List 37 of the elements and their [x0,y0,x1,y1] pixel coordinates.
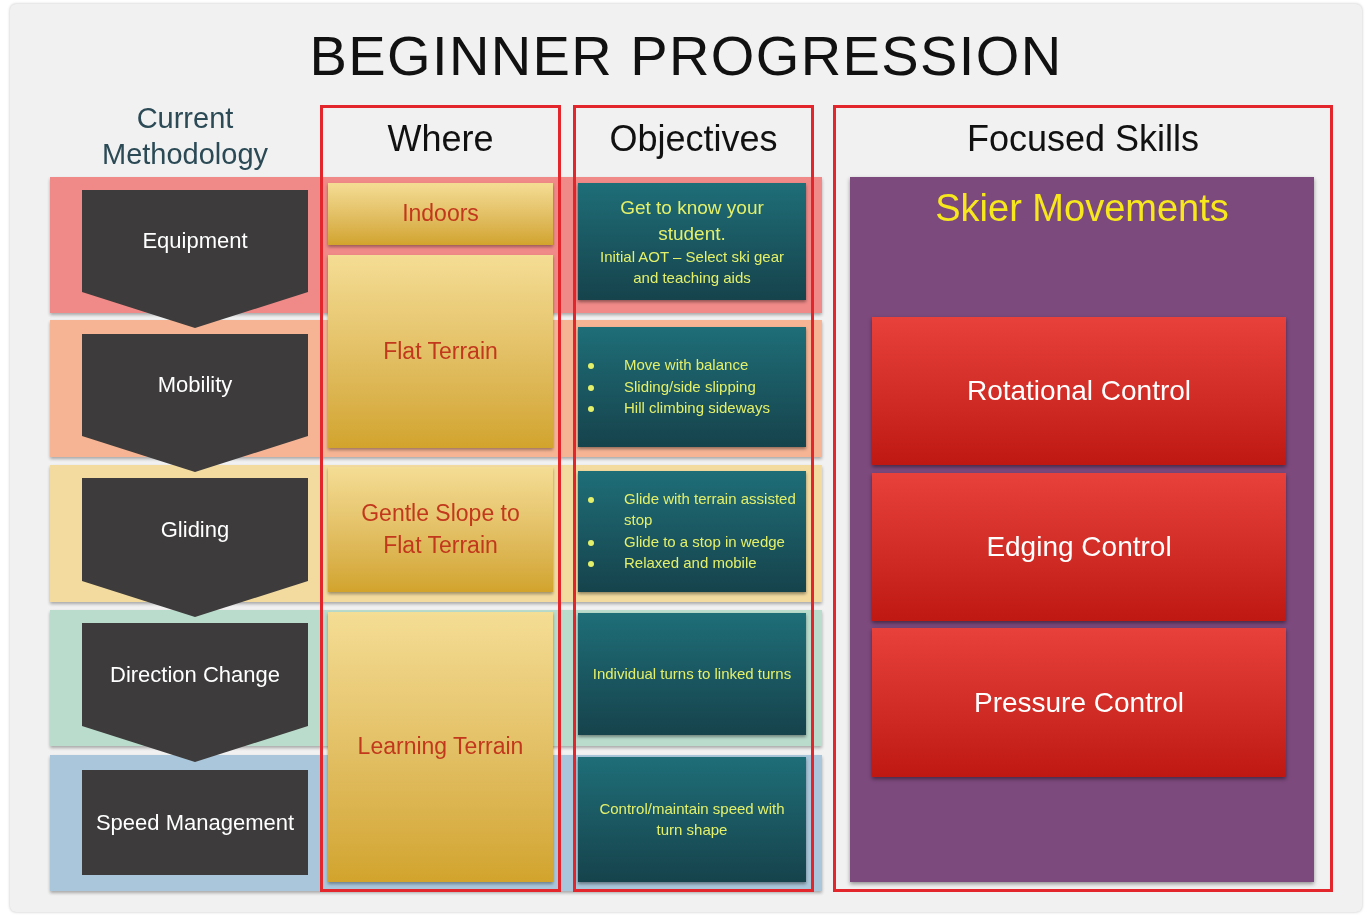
location-box: Flat Terrain [328,255,553,448]
skill-box: Pressure Control [872,628,1286,777]
column-outline [573,105,814,892]
objective-box [578,183,806,300]
location-box: Gentle Slope to Flat Terrain [328,467,553,592]
column-outline [833,105,1333,892]
objective-text: Control/maintain speed with turn shape [598,798,786,840]
step-label: Direction Change [110,660,280,689]
bullet-text: Move with balance [624,355,749,376]
objective-box [578,613,806,735]
column-heading: Focused Skills [966,117,1200,161]
bullet-text: Glide with terrain assisted stop [624,489,797,530]
objective-box [578,757,806,882]
skill-box: Edging Control [872,473,1286,621]
bullet-text: Hill climbing sideways [624,398,770,419]
objective-box [578,471,806,592]
bullet-text: Sliding/side slipping [624,376,756,397]
objective-text: Individual turns to linked turns [592,663,792,684]
step-label: Gliding [160,515,230,544]
column-heading: Objectives [609,117,778,161]
column-heading: Where [387,117,494,161]
column-outline [320,105,561,892]
location-box: Learning Terrain [328,612,553,882]
objective-box [578,327,806,447]
step-label: Speed Management [95,808,295,837]
panel-heading: Skier Movements [935,185,1229,231]
step-label: Equipment [142,227,248,255]
skills-panel [850,177,1314,882]
step-label: Mobility [157,371,233,399]
objective-text: Initial AOT – Select ski gear and teaching aids [599,247,785,288]
location-box: Indoors [328,183,553,245]
bullet-text: Glide to a stop in wedge [624,531,785,552]
column-heading: Current Methodology [100,101,270,173]
bullet-text: Relaxed and mobile [624,553,757,574]
skill-box: Rotational Control [872,317,1286,465]
objective-text: Get to know your student. [619,195,765,246]
diagram-title: BEGINNER PROGRESSION [309,23,1063,89]
